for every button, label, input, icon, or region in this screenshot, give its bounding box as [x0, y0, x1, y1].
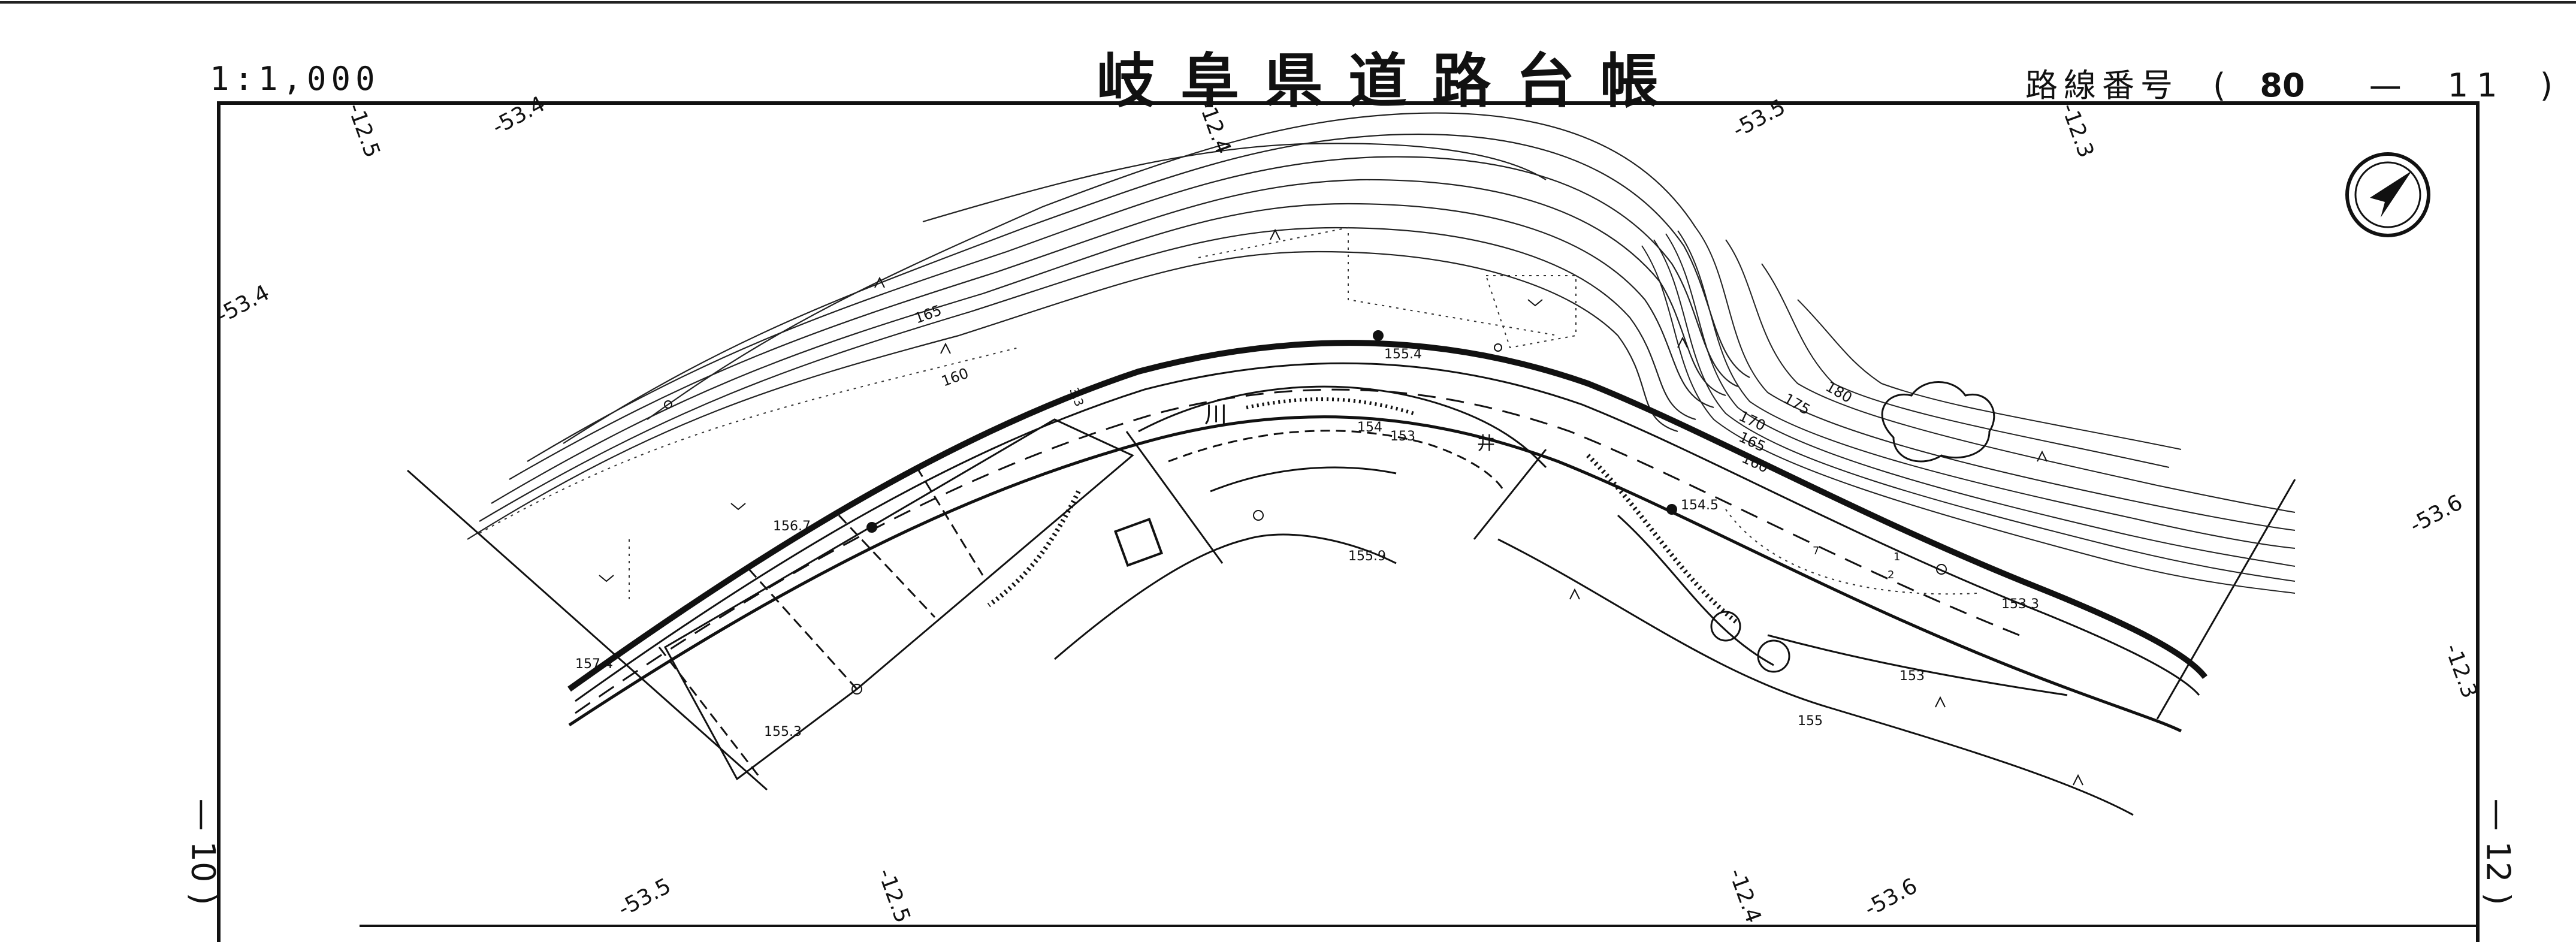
contour-lines: [467, 112, 1750, 540]
grid-label-left: -53.4: [213, 280, 274, 328]
contour-label: 180: [1823, 378, 1855, 406]
road: [567, 340, 2207, 733]
contour-label: 175: [1781, 390, 1813, 418]
route-sub-number: 11: [2447, 67, 2506, 104]
map-scale: 1:1,000: [210, 60, 380, 98]
map-small-number: 7: [1813, 545, 1819, 557]
sheet-boundary-left: [407, 469, 768, 791]
north-arrow-icon: [2345, 152, 2430, 237]
contour-label: 160: [1739, 449, 1771, 476]
riverbank: [1054, 385, 2134, 816]
field-plots: [658, 418, 1134, 781]
route-number-value: 80: [2260, 67, 2305, 104]
map-symbols: 川 井 3.3 2 1 7: [1067, 386, 1900, 581]
elevation-label: 154.5: [1681, 498, 1719, 513]
survey-points: [664, 330, 1947, 695]
contour-label: 170: [1736, 407, 1768, 434]
elevation-label: 153: [1390, 429, 1415, 444]
elevation-label: 155: [1798, 714, 1823, 729]
route-open: (: [2213, 67, 2226, 104]
steep-contours: [1641, 227, 2296, 594]
grid-label-right: -12.3: [2440, 641, 2482, 702]
elevation-label: 153.3: [2001, 597, 2039, 612]
grid-label-top: -12.4: [1194, 96, 1236, 158]
map-frame: [217, 101, 2480, 942]
map-small-number: 1: [1894, 551, 1900, 563]
elevation-label: 155.4: [1384, 347, 1422, 362]
route-label: 路線番号: [2025, 67, 2179, 104]
elevation-label: 156.7: [773, 519, 811, 534]
grid-label-bottom: -12.4: [1724, 865, 1766, 926]
route-separator: —: [2369, 67, 2402, 104]
grid-label-right: -53.6: [2406, 490, 2467, 538]
route-close: ): [2539, 67, 2553, 104]
grid-label-bottom: -12.5: [873, 865, 915, 926]
elevation-label: 157.4: [575, 657, 613, 672]
grid-label-top: -12.5: [343, 100, 385, 161]
elevation-label: 155.9: [1348, 549, 1386, 564]
elevation-labels: 155.4 156.7 157.4 155.3 155.9 154.5 153.…: [575, 347, 2039, 739]
grid-label-top: -53.4: [488, 92, 549, 140]
grid-label-top: -12.3: [2056, 100, 2098, 161]
map-small-number: 2: [1888, 569, 1894, 581]
elevation-label: 155.3: [764, 724, 802, 739]
embankment-ticks: [987, 397, 1740, 626]
contour-label: 160: [939, 365, 971, 390]
well-symbol: 井: [1477, 433, 1495, 454]
grid-label-bottom: -53.6: [1861, 874, 1922, 922]
grid-label-bottom: -53.5: [614, 874, 675, 922]
sheet-boundary-right: [2156, 479, 2296, 720]
elevation-label: 153: [1899, 669, 1925, 684]
dotted-boundaries: [479, 227, 1978, 599]
tree-symbols: [1710, 381, 1995, 673]
grid-labels: -12.5 -53.4 -12.4 -53.5 -12.3 -53.4 -53.…: [213, 92, 2482, 926]
contour-label: 165: [912, 302, 944, 327]
vegetation-marks: [599, 228, 2083, 786]
route-number: 路線番号 ( 80 — 11 ): [2025, 59, 2553, 106]
river-label: 川: [1204, 401, 1227, 428]
elevation-label: 154: [1357, 420, 1382, 435]
building-symbol: [1113, 517, 1164, 567]
